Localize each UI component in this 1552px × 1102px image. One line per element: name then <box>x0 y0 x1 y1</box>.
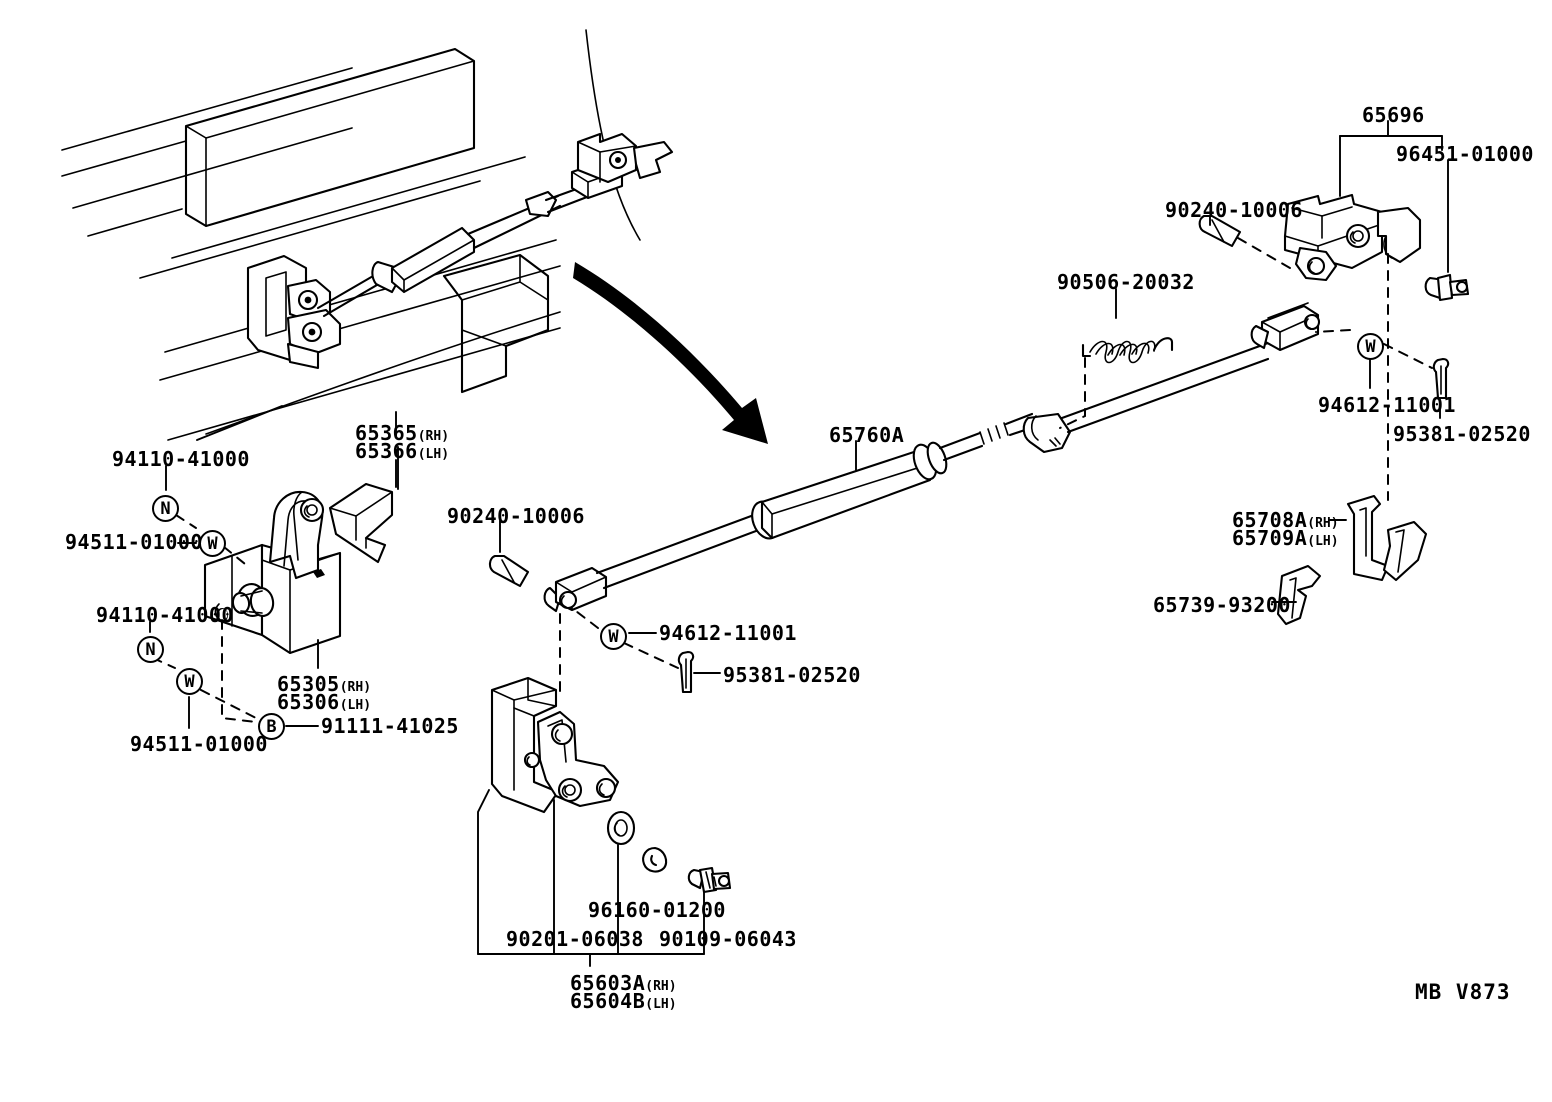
part-label: 90240-10006 <box>1165 198 1303 222</box>
part-label: 96160-01200 <box>588 898 726 922</box>
part-label: 94511-01000 <box>130 732 268 756</box>
part-65305-bracket <box>203 490 342 655</box>
part-label: 65305(RH) <box>277 672 372 696</box>
part-label: 65739-93200 <box>1153 593 1291 617</box>
leader-lines <box>149 120 1449 967</box>
part-label: 65366(LH) <box>355 439 450 463</box>
badge-washer-center: W <box>600 623 627 650</box>
part-label: 65306(LH) <box>277 690 372 714</box>
part-label: 90506-20032 <box>1057 270 1195 294</box>
part-label: 90109-06043 <box>659 927 797 951</box>
part-96451-01000-bolt <box>1424 273 1470 302</box>
part-label: 90201-06038 <box>506 927 644 951</box>
badge-washer-lower: W <box>176 668 203 695</box>
part-label: 94511-01000 <box>65 530 203 554</box>
part-label: 91111-41025 <box>321 714 459 738</box>
badge-bolt-lower: B <box>258 713 285 740</box>
inset-assembly-view <box>61 29 674 441</box>
part-65739-93200-clip <box>1276 564 1322 626</box>
part-label: 95381-02520 <box>723 663 861 687</box>
part-65760a-cable <box>543 302 1321 613</box>
part-65696-bracket <box>1283 193 1422 282</box>
part-label: 94612-11001 <box>1318 393 1456 417</box>
part-label: 65760A <box>829 423 905 447</box>
part-label: 95381-02520 <box>1393 422 1531 446</box>
part-90506-20032-spring <box>1081 337 1174 364</box>
part-label: 96451-01000 <box>1396 142 1534 166</box>
part-90240-10006-pin-center <box>488 554 530 588</box>
badge-nut-upper: N <box>152 495 179 522</box>
direction-arrow <box>573 262 768 444</box>
part-95381-02520-pin-right <box>1432 357 1450 400</box>
part-label: 65604B(LH) <box>570 989 677 1013</box>
part-label: 65696 <box>1362 103 1425 127</box>
part-95381-02520-pin-center <box>677 650 695 694</box>
part-label: 94110-41000 <box>112 447 250 471</box>
badge-washer-upper: W <box>199 530 226 557</box>
badge-nut-lower: N <box>137 636 164 663</box>
part-label: 94110-41000 <box>96 603 234 627</box>
part-65708a-clip <box>1346 494 1428 582</box>
part-label: 90240-10006 <box>447 504 585 528</box>
part-label: 65603A(RH) <box>570 971 677 995</box>
part-label: 65709A(LH) <box>1232 526 1339 550</box>
part-label: 94612-11001 <box>659 621 797 645</box>
part-label: 65708A(RH) <box>1232 508 1339 532</box>
badge-washer-right: W <box>1357 333 1384 360</box>
part-65365-cover <box>328 482 394 564</box>
part-65603a-bracket <box>490 676 732 894</box>
part-label: 65365(RH) <box>355 421 450 445</box>
diagram-code: MB V873 <box>1415 980 1511 1004</box>
